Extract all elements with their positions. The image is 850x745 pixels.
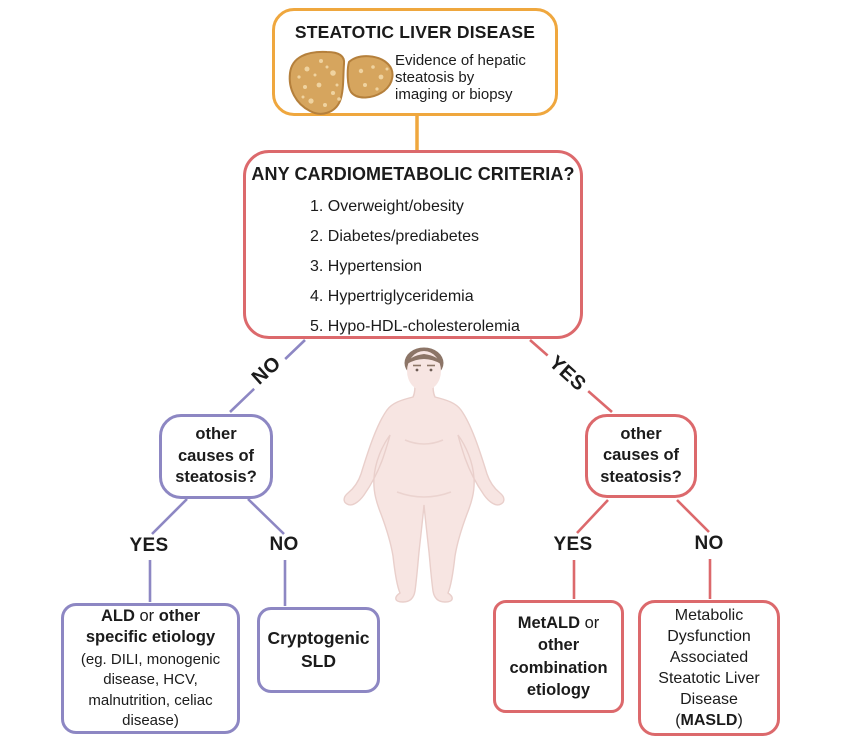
metald-combination-text: other combination etiology xyxy=(509,636,608,699)
edge-left-yes-diagonal xyxy=(151,498,188,535)
metald-or-text: or xyxy=(580,613,600,632)
criteria-item-diabetes: 2. Diabetes/prediabetes xyxy=(310,228,479,245)
patient-eye-left xyxy=(415,368,419,372)
branch-label-yes: YES xyxy=(539,347,595,401)
node-ald-other-specific-etiology: ALD or other specific etiology (eg. DILI… xyxy=(61,603,240,734)
metald-bold-text: MetALD xyxy=(517,613,581,632)
obese-patient-figure xyxy=(343,347,505,603)
masld-fullname-text: Metabolic Dysfunction Associated Steatot… xyxy=(658,607,760,708)
node-steatotic-liver-disease: STEATOTIC LIVER DISEASE Evidence of hepa… xyxy=(272,8,558,116)
node-cryptogenic-sld: Cryptogenic SLD xyxy=(257,607,380,693)
node-other-causes-right: other causes of steatosis? xyxy=(585,414,697,498)
masld-paren-open: ( xyxy=(675,712,681,729)
masld-bold-text: MASLD xyxy=(680,712,738,729)
ald-headline: ALD or other specific etiology xyxy=(72,606,230,649)
criteria-item-hypertension: 3. Hypertension xyxy=(310,258,423,275)
right-yes-label: YES xyxy=(553,534,593,555)
masld-paren-close: ) xyxy=(737,712,743,729)
criteria-item-hypertriglyceridemia: 4. Hypertriglyceridemia xyxy=(310,288,474,305)
steatosis-evidence-text: Evidence of hepatic steatosis by imaging… xyxy=(395,52,526,103)
patient-belly-line xyxy=(396,491,452,498)
criteria-item-hypo-hdl: 5. Hypo-HDL-cholesterolemia xyxy=(310,318,520,335)
left-yes-label: YES xyxy=(129,535,169,556)
branch-label-no: NO xyxy=(243,348,291,394)
criteria-title: ANY CARDIOMETABOLIC CRITERIA? xyxy=(251,164,575,184)
patient-fringe xyxy=(407,354,441,364)
criteria-item-overweight: 1. Overweight/obesity xyxy=(310,198,464,215)
metald-headline: MetALD or other combination etiology xyxy=(503,612,615,702)
edge-right-yes-diagonal xyxy=(576,499,609,534)
ald-specific-etiology-text: other specific etiology xyxy=(85,606,216,647)
edge-left-no-diagonal xyxy=(247,498,285,535)
ald-examples-text: (eg. DILI, monogenic disease, HCV, malnu… xyxy=(80,650,221,730)
ald-or-text: or xyxy=(134,606,159,625)
node-metald: MetALD or other combination etiology xyxy=(493,600,624,713)
node-cardiometabolic-criteria: ANY CARDIOMETABOLIC CRITERIA? 1. Overwei… xyxy=(243,150,583,339)
patient-chest-line xyxy=(404,439,444,445)
masld-abbreviation-line: (MASLD) xyxy=(675,710,743,731)
patient-body-silhouette xyxy=(343,381,505,603)
right-no-label: NO xyxy=(694,533,724,554)
node-masld: Metabolic Dysfunction Associated Steatot… xyxy=(638,600,780,736)
criteria-list: 1. Overweight/obesity 2. Diabetes/predia… xyxy=(310,192,572,342)
patient-face xyxy=(407,351,441,391)
steatotic-liver-disease-title: STEATOTIC LIVER DISEASE xyxy=(294,22,536,42)
patient-eye-right xyxy=(429,368,433,372)
fatty-liver-icon xyxy=(288,50,394,115)
edge-right-no-diagonal xyxy=(676,499,710,533)
ald-bold-text: ALD xyxy=(100,606,135,625)
left-no-label: NO xyxy=(269,534,299,555)
node-other-causes-left: other causes of steatosis? xyxy=(159,414,273,499)
